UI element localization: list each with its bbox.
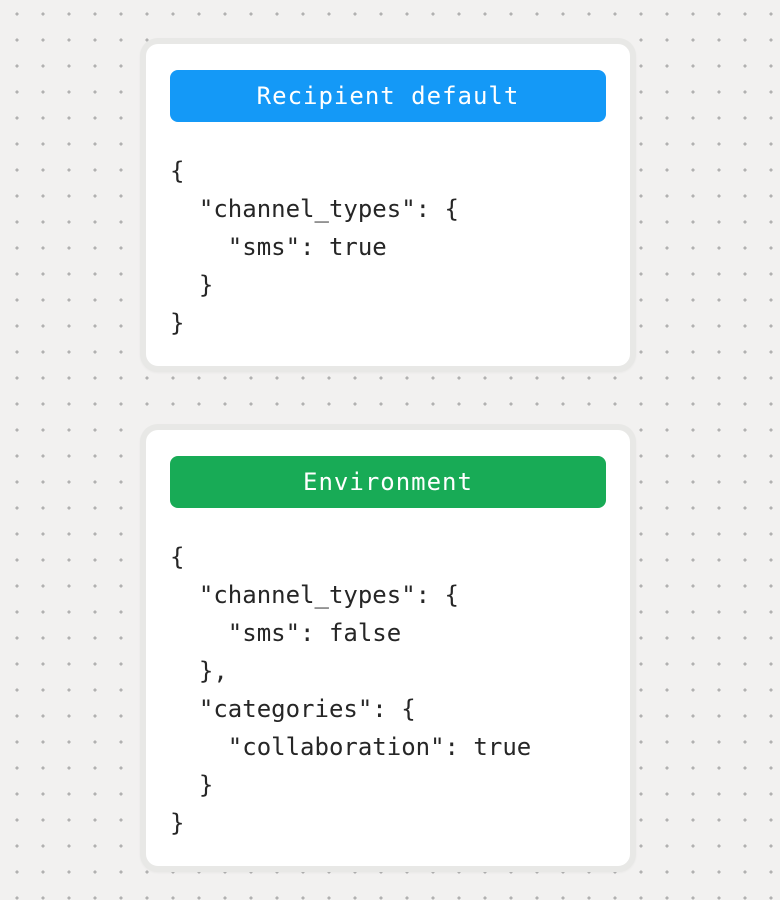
recipient-default-card: Recipient default { "channel_types": { "…: [140, 38, 636, 372]
code-line: "channel_types": {: [170, 581, 459, 609]
code-line: "categories": {: [170, 695, 416, 723]
recipient-default-header-badge: Recipient default: [170, 70, 606, 122]
code-line: "sms": false: [170, 619, 402, 647]
environment-card: Environment { "channel_types": { "sms": …: [140, 424, 636, 872]
code-line: }: [170, 809, 185, 837]
code-line: },: [170, 657, 228, 685]
code-line: {: [170, 543, 185, 571]
code-line: "collaboration": true: [170, 733, 532, 761]
environment-title: Environment: [303, 468, 473, 496]
recipient-default-json-code: { "channel_types": { "sms": true } }: [170, 152, 606, 342]
code-line: "channel_types": {: [170, 195, 459, 223]
code-line: }: [170, 271, 214, 299]
code-line: }: [170, 309, 185, 337]
code-line: {: [170, 157, 185, 185]
environment-header-badge: Environment: [170, 456, 606, 508]
code-line: }: [170, 771, 214, 799]
recipient-default-title: Recipient default: [256, 82, 520, 110]
code-line: "sms": true: [170, 233, 387, 261]
environment-json-code: { "channel_types": { "sms": false }, "ca…: [170, 538, 606, 842]
